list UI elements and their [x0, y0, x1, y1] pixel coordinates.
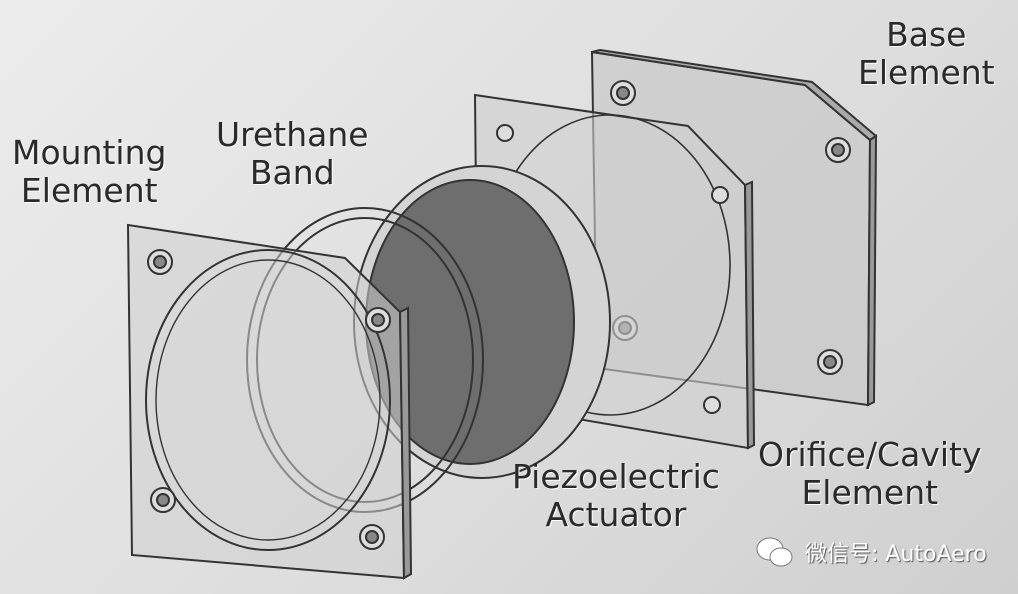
label-line: Base	[886, 15, 967, 54]
label-line: Element	[20, 171, 158, 210]
label-line: Actuator	[545, 495, 687, 534]
label-line: Element	[858, 53, 995, 92]
label-line: Element	[801, 473, 939, 512]
wechat-icon	[756, 537, 793, 567]
label-line: Piezoelectric	[512, 457, 720, 496]
watermark-text: 微信号: AutoAero	[805, 542, 987, 567]
watermark: 微信号: AutoAero	[755, 536, 987, 568]
mounting-element	[126, 223, 413, 580]
label-line: Orifice/Cavity	[758, 435, 982, 474]
label-line: Urethane	[216, 115, 369, 154]
label-line: Band	[249, 153, 335, 192]
label-line: Mounting	[12, 133, 167, 172]
